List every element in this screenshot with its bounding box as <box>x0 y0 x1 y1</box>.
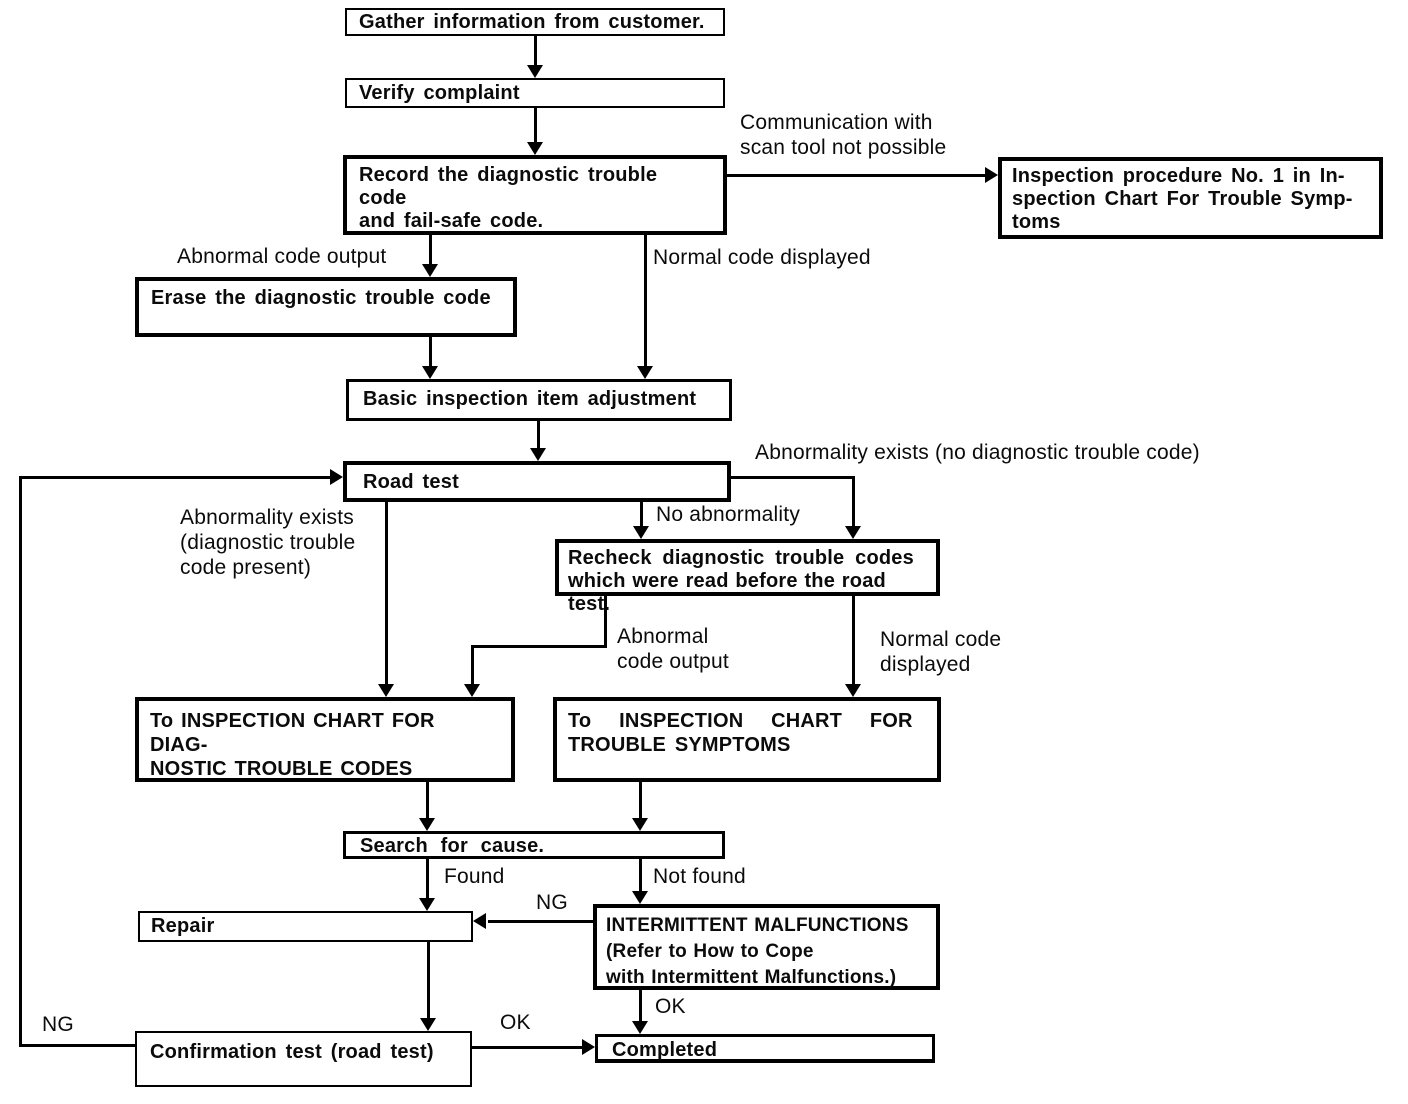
connector-chart-symptoms-search <box>639 782 642 820</box>
node-basic-inspection: Basic inspection item adjustment <box>346 379 732 421</box>
node-chart-trouble-symptoms: To INSPECTION CHART FOR TROUBLE SYMPTOMS <box>553 697 941 782</box>
connector-intermittent-repair-ng <box>488 920 593 923</box>
connector-intermittent-completed <box>639 990 642 1022</box>
node-recheck-trouble-codes: Recheck diagnostic trouble codes which w… <box>555 539 940 615</box>
arrowhead-record-inspection-procedure <box>985 167 998 183</box>
edge-label-abnormal-code-output-mid: Abnormal code output <box>617 625 729 673</box>
node-confirmation-test: Confirmation test (road test) <box>135 1031 472 1087</box>
connector-road-chart-dtc <box>385 502 388 685</box>
connector-confirmation-ng <box>19 1044 135 1047</box>
arrowhead-confirmation-completed <box>582 1039 595 1055</box>
edge-label-ok-to-completed: OK <box>655 995 686 1018</box>
arrowhead-basic-road <box>530 448 546 461</box>
arrowhead-chart-dtc-search <box>419 818 435 831</box>
connector-feedback-vertical <box>19 476 22 1046</box>
connector-search-repair <box>426 859 429 899</box>
arrowhead-repair-confirmation <box>420 1018 436 1031</box>
connector-confirmation-completed <box>472 1046 582 1049</box>
arrowhead-road-right-recheck <box>845 526 861 539</box>
edge-label-normal-code-displayed-top: Normal code displayed <box>653 246 871 269</box>
connector-search-intermittent <box>639 859 642 892</box>
connector-repair-confirmation <box>427 942 430 1019</box>
connector-road-right-vertical <box>852 476 855 527</box>
connector-recheck-elbow-down <box>604 596 607 648</box>
arrowhead-search-repair <box>419 898 435 911</box>
connector-gather-verify <box>534 36 537 67</box>
node-intermittent-malfunctions: INTERMITTENT MALFUNCTIONS (Refer to How … <box>593 904 940 990</box>
edge-label-ok-confirmation: OK <box>500 1011 531 1034</box>
connector-recheck-chart-symptoms <box>852 596 855 685</box>
arrowhead-recheck-chart-dtc <box>464 684 480 697</box>
node-gather-information: Gather information from customer. <box>345 8 725 36</box>
arrowhead-recheck-chart-symptoms <box>845 684 861 697</box>
edge-label-abnormal-code-output-top: Abnormal code output <box>177 245 387 268</box>
arrowhead-chart-symptoms-search <box>632 818 648 831</box>
edge-label-no-abnormality: No abnormality <box>656 503 801 526</box>
edge-label-ng-feedback: NG <box>42 1013 74 1036</box>
arrowhead-road-recheck <box>633 526 649 539</box>
edge-label-not-found: Not found <box>653 865 746 888</box>
connector-basic-road <box>537 421 540 449</box>
edge-label-abnormality-dtc-present: Abnormality exists (diagnostic trouble c… <box>180 506 356 579</box>
connector-record-erase <box>429 235 432 266</box>
node-completed: Completed <box>595 1034 935 1063</box>
arrowhead-record-erase <box>422 264 438 277</box>
edge-label-communication-not-possible: Communication with scan tool not possibl… <box>740 111 947 159</box>
connector-chart-dtc-search <box>426 782 429 820</box>
connector-record-basic <box>644 235 647 368</box>
connector-recheck-elbow-left <box>471 645 607 648</box>
connector-verify-record <box>534 108 537 143</box>
edge-label-normal-code-displayed-mid: Normal code displayed <box>880 628 1002 676</box>
connector-feedback-top <box>19 476 331 479</box>
arrowhead-road-chart-dtc <box>378 684 394 697</box>
arrowhead-feedback-road <box>330 469 343 485</box>
arrowhead-search-intermittent <box>632 891 648 904</box>
node-search-for-cause: Search for cause. <box>343 831 725 859</box>
connector-erase-basic <box>429 337 432 368</box>
node-erase-trouble-code: Erase the diagnostic trouble code <box>135 277 517 337</box>
node-road-test: Road test <box>343 461 731 502</box>
node-chart-diagnostic-trouble-codes: To INSPECTION CHART FOR DIAG- NOSTIC TRO… <box>135 697 515 782</box>
arrowhead-verify-record <box>527 142 543 155</box>
arrowhead-gather-verify <box>527 65 543 78</box>
node-verify-complaint: Verify complaint <box>345 78 725 108</box>
node-inspection-procedure-no1: Inspection procedure No. 1 in In- specti… <box>998 157 1383 239</box>
connector-recheck-elbow-drop <box>471 645 474 686</box>
arrowhead-intermittent-completed <box>632 1021 648 1034</box>
node-repair: Repair <box>138 911 473 942</box>
edge-label-abnormality-no-dtc: Abnormality exists (no diagnostic troubl… <box>755 441 1200 464</box>
arrowhead-erase-basic <box>422 366 438 379</box>
node-record-trouble-code: Record the diagnostic trouble code and f… <box>343 155 727 235</box>
arrowhead-record-basic <box>637 366 653 379</box>
connector-road-recheck <box>640 502 643 527</box>
edge-label-found: Found <box>444 865 505 888</box>
arrowhead-intermittent-repair-ng <box>473 913 486 929</box>
edge-label-ng-intermittent-to-repair: NG <box>536 891 568 914</box>
connector-record-inspection-procedure <box>727 174 986 177</box>
connector-road-right-horizontal <box>731 476 855 479</box>
